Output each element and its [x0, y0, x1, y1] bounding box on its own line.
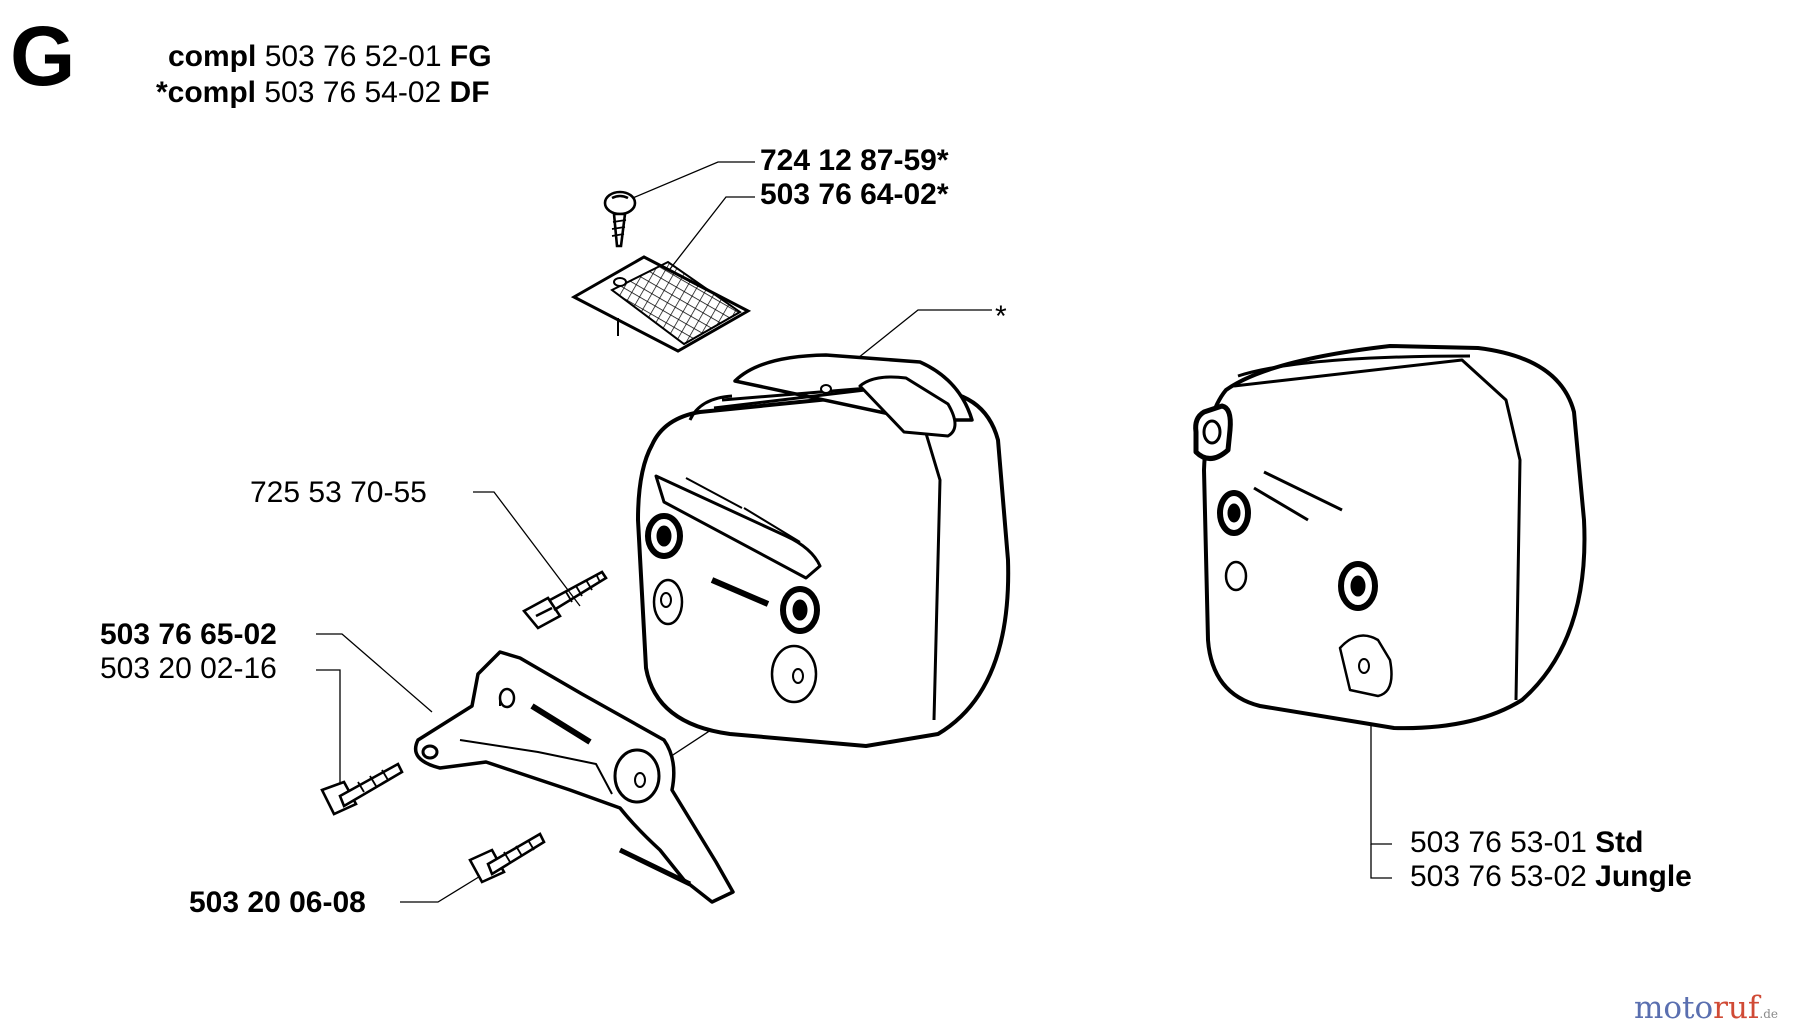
- assembly-label-fg: compl 503 76 52-01 FG: [168, 40, 492, 74]
- watermark-part-c: .de: [1759, 1007, 1778, 1021]
- part-label-bolt: 725 53 70-55: [250, 476, 427, 509]
- part-variant: Std: [1595, 826, 1644, 859]
- assembly-number: 503 76 52-01: [264, 40, 442, 73]
- cover-screw-icon: [603, 190, 637, 248]
- watermark-part-a: moto: [1633, 990, 1714, 1026]
- watermark-part-b: ruf: [1713, 990, 1760, 1026]
- part-label-screen: 503 76 64-02*: [760, 178, 949, 211]
- assembly-suffix: DF: [449, 76, 490, 109]
- muffler-bracket-icon: [413, 650, 735, 904]
- assembly-prefix: *compl: [156, 76, 257, 109]
- assembly-prefix: compl: [168, 40, 257, 73]
- group-letter: G: [10, 9, 76, 103]
- muffler-with-cover-icon: [636, 353, 1011, 748]
- assembly-number: 503 76 54-02: [264, 76, 442, 109]
- part-label-cover: *: [995, 300, 1007, 333]
- part-label-muffler-jungle: 503 76 53-02 Jungle: [1410, 860, 1692, 894]
- spark-arrester-screen-icon: [570, 255, 752, 353]
- part-label-screw: 724 12 87-59*: [760, 144, 949, 177]
- muffler-bolt-icon: [521, 570, 608, 630]
- muffler-icon: [1193, 344, 1587, 731]
- bracket-screw-icon: [320, 762, 404, 816]
- assembly-label-df: *compl 503 76 54-02 DF: [156, 76, 490, 110]
- part-number: 503 76 53-01: [1410, 826, 1587, 859]
- part-variant: Jungle: [1595, 860, 1692, 893]
- part-label-muffler-std: 503 76 53-01 Std: [1410, 826, 1644, 860]
- part-label-bracket: 503 76 65-02: [100, 618, 277, 651]
- part-label-flange-screw: 503 20 06-08: [189, 886, 366, 919]
- assembly-suffix: FG: [449, 40, 492, 73]
- watermark: motoruf.de: [1634, 993, 1778, 1024]
- flange-screw-icon: [468, 832, 546, 884]
- part-label-bracket-screw: 503 20 02-16: [100, 652, 277, 685]
- part-number: 503 76 53-02: [1410, 860, 1587, 893]
